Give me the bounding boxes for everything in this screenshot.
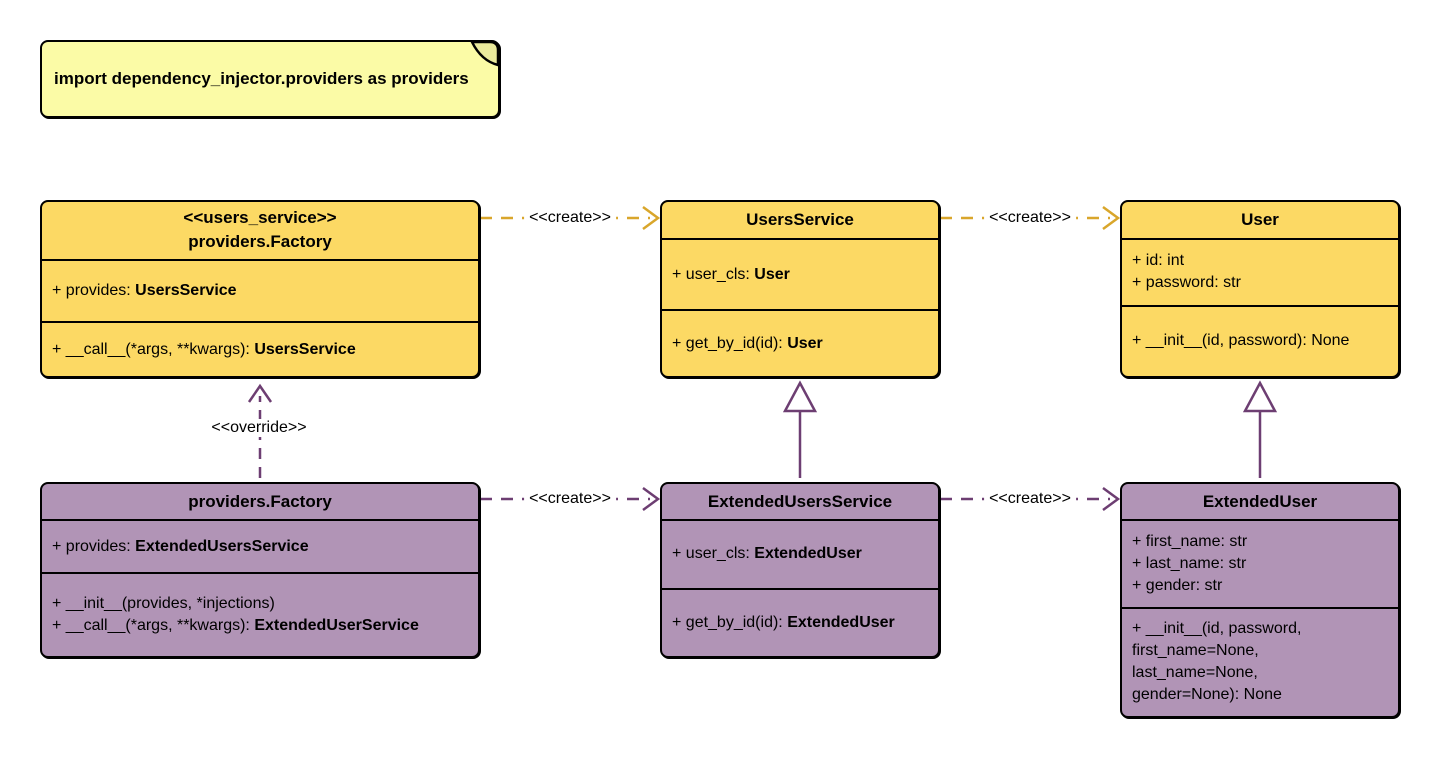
operation-line: + __init__(provides, *injections): [52, 593, 468, 615]
member-text: + provides:: [52, 281, 136, 299]
member-type: UsersService: [254, 340, 356, 358]
attribute-line: + last_name: str: [1132, 553, 1388, 575]
member-type: ExtendedUser: [787, 613, 895, 631]
note-fold-corner-icon: [470, 40, 500, 67]
override-label: <<override>>: [206, 419, 312, 437]
attribute-line: + user_cls: User: [672, 264, 928, 286]
class-factory-users-service: <<users_service>> providers.Factory + pr…: [40, 200, 480, 378]
member-type: UsersService: [135, 281, 237, 299]
class-title: providers.Factory: [42, 484, 478, 519]
member-text: + get_by_id(id):: [672, 334, 788, 352]
class-operations: + __init__(provides, *injections) + __ca…: [42, 571, 478, 656]
member-text: + first_name: str: [1132, 533, 1248, 551]
class-name: providers.Factory: [188, 232, 332, 252]
member-type: ExtendedUserService: [254, 616, 419, 634]
member-text: + user_cls:: [672, 265, 755, 283]
class-extended-user: ExtendedUser + first_name: str + last_na…: [1120, 482, 1400, 718]
class-name: User: [1241, 210, 1279, 230]
attribute-line: + id: int: [1132, 250, 1388, 272]
class-attributes: + user_cls: User: [662, 238, 938, 309]
create-label-top-right: <<create>>: [984, 209, 1076, 227]
member-text: + provides:: [52, 537, 136, 555]
class-name: ExtendedUser: [1202, 491, 1318, 511]
create-label-bottom-right: <<create>>: [984, 490, 1076, 508]
attribute-line: + first_name: str: [1132, 531, 1388, 553]
member-text: + user_cls:: [672, 545, 755, 563]
class-user: User + id: int + password: str + __init_…: [1120, 200, 1400, 378]
create-label-top-left: <<create>>: [524, 209, 616, 227]
member-text: + __init__(provides, *injections): [52, 594, 275, 612]
member-text: + __init__(id, password): None: [1132, 332, 1350, 350]
operation-line: + __call__(*args, **kwargs): UsersServic…: [52, 339, 468, 361]
member-text: + gender: str: [1132, 577, 1223, 595]
class-attributes: + first_name: str + last_name: str + gen…: [1122, 519, 1398, 607]
class-factory-extended: providers.Factory + provides: ExtendedUs…: [40, 482, 480, 658]
attribute-line: + gender: str: [1132, 575, 1388, 597]
class-stereotype: <<users_service>>: [183, 208, 337, 228]
class-operations: + __init__(id, password): None: [1122, 304, 1398, 376]
class-attributes: + provides: ExtendedUsersService: [42, 519, 478, 572]
class-title: ExtendedUser: [1122, 484, 1398, 519]
operation-line: first_name=None,: [1132, 640, 1388, 662]
member-text: + last_name: str: [1132, 555, 1247, 573]
class-operations: + get_by_id(id): User: [662, 309, 938, 376]
class-users-service: UsersService + user_cls: User + get_by_i…: [660, 200, 940, 378]
member-text: + password: str: [1132, 274, 1241, 292]
inheritance-edge-extendedusersservice-to-usersservice: [782, 380, 818, 478]
member-type: User: [787, 334, 823, 352]
operation-line: last_name=None,: [1132, 662, 1388, 684]
inheritance-edge-extendeduser-to-user: [1242, 380, 1278, 478]
class-title: <<users_service>> providers.Factory: [42, 202, 478, 259]
member-text: + __call__(*args, **kwargs):: [52, 340, 255, 358]
class-name: ExtendedUsersService: [707, 491, 893, 511]
class-attributes: + id: int + password: str: [1122, 238, 1398, 305]
member-text: gender=None): None: [1132, 686, 1282, 704]
member-type: ExtendedUser: [754, 545, 862, 563]
class-operations: + get_by_id(id): ExtendedUser: [662, 587, 938, 656]
operation-line: gender=None): None: [1132, 684, 1388, 706]
member-text: + __init__(id, password,: [1132, 620, 1302, 638]
member-text: + id: int: [1132, 252, 1185, 270]
class-operations: + __init__(id, password, first_name=None…: [1122, 606, 1398, 716]
member-type: ExtendedUsersService: [135, 537, 309, 555]
create-label-bottom-left: <<create>>: [524, 490, 616, 508]
member-text: + __call__(*args, **kwargs):: [52, 616, 255, 634]
operation-line: + get_by_id(id): User: [672, 333, 928, 355]
attribute-line: + provides: UsersService: [52, 280, 468, 302]
import-note-text: import dependency_injector.providers as …: [54, 69, 469, 88]
class-name: UsersService: [746, 210, 854, 230]
class-title: UsersService: [662, 202, 938, 238]
member-text: last_name=None,: [1132, 664, 1258, 682]
attribute-line: + user_cls: ExtendedUser: [672, 543, 928, 565]
import-note: import dependency_injector.providers as …: [40, 40, 500, 118]
operation-line: + get_by_id(id): ExtendedUser: [672, 612, 928, 634]
class-attributes: + user_cls: ExtendedUser: [662, 519, 938, 587]
class-title: User: [1122, 202, 1398, 238]
class-extended-users-service: ExtendedUsersService + user_cls: Extende…: [660, 482, 940, 658]
operation-line: + __init__(id, password,: [1132, 618, 1388, 640]
class-attributes: + provides: UsersService: [42, 258, 478, 322]
member-type: User: [754, 265, 790, 283]
attribute-line: + password: str: [1132, 272, 1388, 294]
class-name: providers.Factory: [188, 491, 332, 511]
class-title: ExtendedUsersService: [662, 484, 938, 519]
attribute-line: + provides: ExtendedUsersService: [52, 536, 468, 558]
operation-line: + __call__(*args, **kwargs): ExtendedUse…: [52, 615, 468, 637]
member-text: + get_by_id(id):: [672, 613, 788, 631]
class-operations: + __call__(*args, **kwargs): UsersServic…: [42, 321, 478, 376]
operation-line: + __init__(id, password): None: [1132, 330, 1388, 352]
member-text: first_name=None,: [1132, 642, 1259, 660]
